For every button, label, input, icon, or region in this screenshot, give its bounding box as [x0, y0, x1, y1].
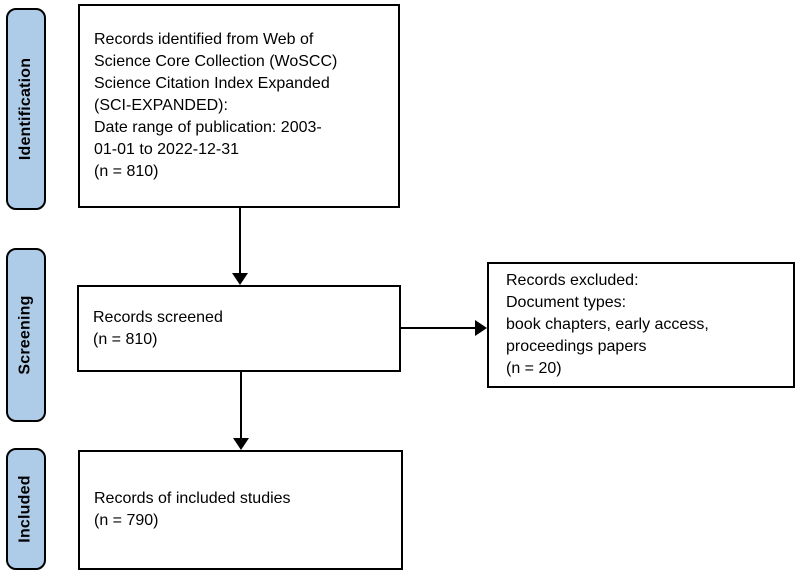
stage-included-label: Included [17, 475, 35, 543]
stage-included: Included [6, 448, 46, 570]
stage-identification-label: Identification [17, 57, 35, 161]
box-records-excluded: Records excluded: Document types: book c… [487, 262, 795, 388]
stage-screening-label: Screening [17, 295, 35, 375]
box-records-screened-text: Records screened (n = 810) [93, 308, 223, 348]
box-records-included-text: Records of included studies (n = 790) [94, 490, 291, 529]
stage-identification: Identification [6, 8, 46, 210]
arrow-screened-to-included-line [240, 372, 242, 438]
box-records-identified: Records identified from Web of Science C… [78, 4, 400, 208]
box-records-excluded-text: Records excluded: Document types: book c… [506, 272, 709, 377]
box-records-identified-text: Records identified from Web of Science C… [94, 31, 338, 180]
arrow-screened-to-excluded-line [401, 327, 476, 329]
arrow-identified-to-screened-head [232, 273, 248, 285]
box-records-screened: Records screened (n = 810) [77, 285, 401, 372]
stage-screening: Screening [6, 248, 46, 422]
arrow-screened-to-included-head [233, 438, 249, 450]
arrow-screened-to-excluded-head [475, 320, 487, 336]
arrow-identified-to-screened-line [239, 208, 241, 274]
box-records-included: Records of included studies (n = 790) [78, 450, 403, 570]
